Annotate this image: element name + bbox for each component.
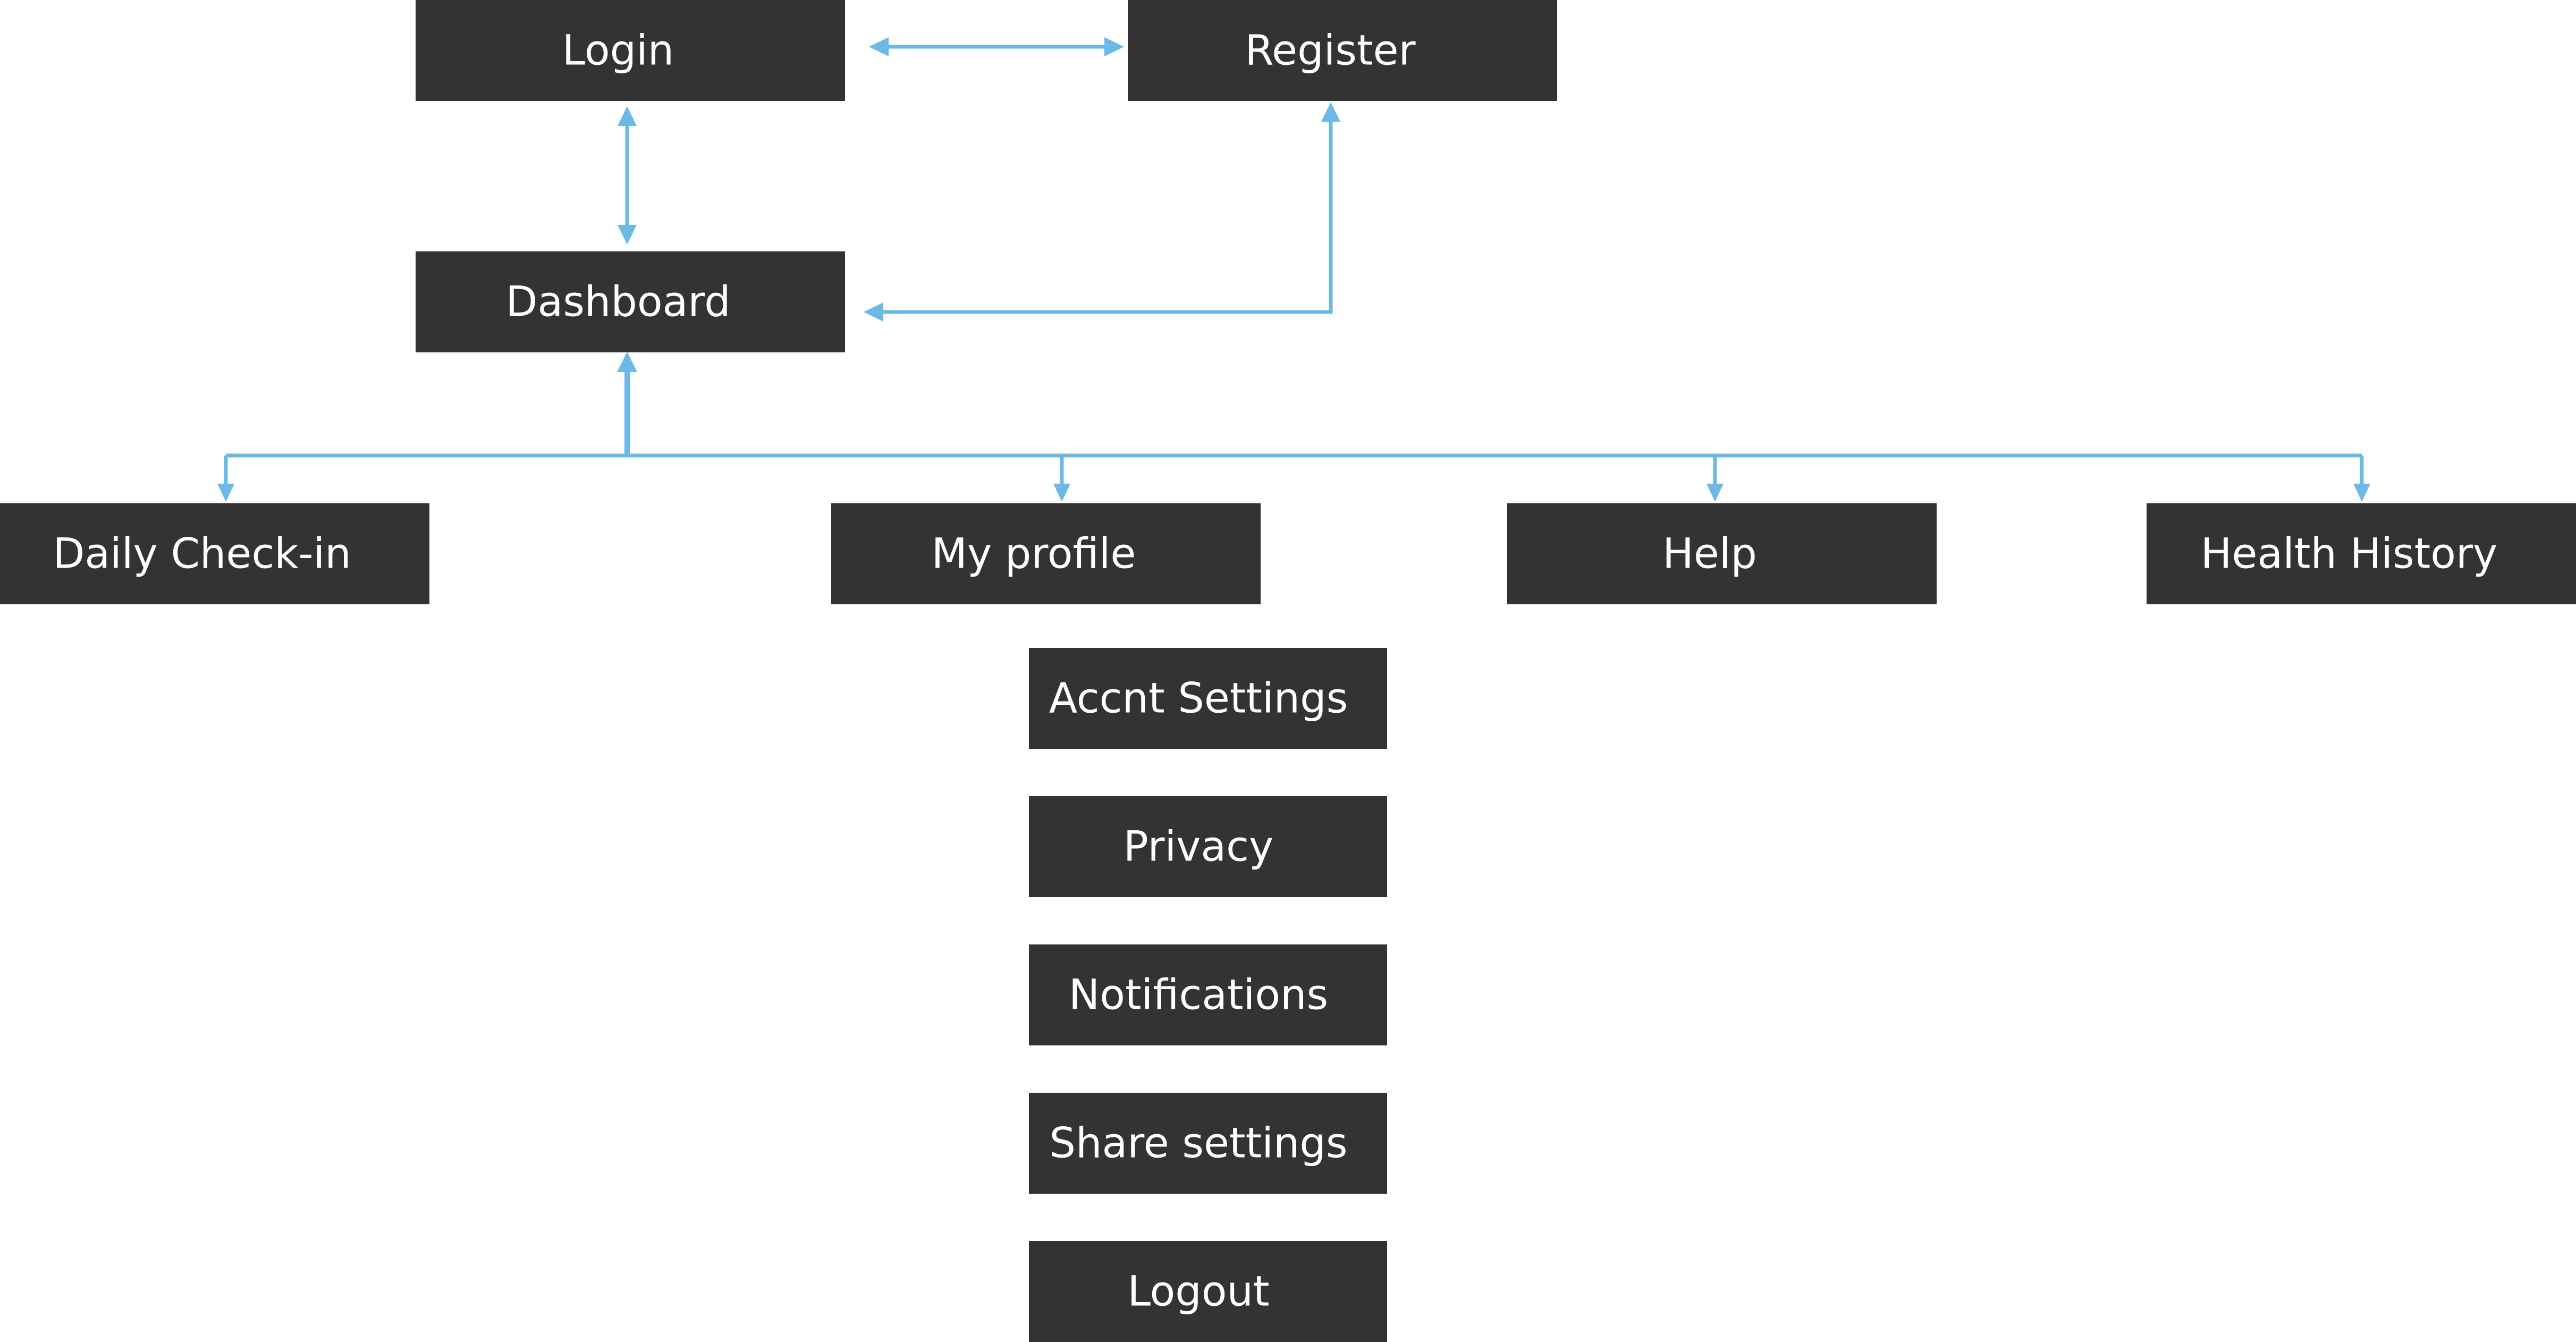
edge-dashboard-children [217, 352, 2370, 502]
node-notifications[interactable]: Notifications [1029, 944, 1387, 1045]
edge-login-dashboard [618, 106, 637, 244]
node-help[interactable]: Help [1507, 503, 1937, 604]
arrowhead-my-profile [1053, 484, 1070, 502]
node-share-settings-label: Share settings [1050, 1119, 1348, 1167]
node-register-label: Register [1245, 27, 1416, 74]
node-share-settings[interactable]: Share settings [1029, 1093, 1387, 1194]
node-my-profile-label: My profile [932, 530, 1136, 578]
arrowhead-up [1321, 102, 1340, 122]
node-help-label: Help [1662, 530, 1757, 578]
node-logout-label: Logout [1127, 1268, 1269, 1315]
arrowhead-down [618, 225, 637, 244]
arrowhead-up [617, 352, 637, 372]
edges [217, 37, 2370, 502]
node-health-history-label: Health History [2201, 530, 2497, 578]
node-accnt-settings[interactable]: Accnt Settings [1029, 648, 1387, 749]
arrowhead-left [869, 37, 889, 56]
arrowhead-left [864, 302, 883, 322]
node-privacy-label: Privacy [1124, 823, 1273, 871]
node-accnt-settings-label: Accnt Settings [1049, 674, 1348, 722]
node-login[interactable]: Login [416, 0, 845, 101]
node-dashboard[interactable]: Dashboard [416, 251, 845, 352]
arrowhead-help [1707, 484, 1724, 502]
arrowhead-right [1104, 37, 1124, 56]
edge-login-register [869, 37, 1124, 56]
node-notifications-label: Notifications [1069, 971, 1328, 1019]
edge-register-dashboard [864, 102, 1340, 322]
arrowhead-up [618, 106, 637, 126]
node-daily-checkin[interactable]: Daily Check-in [0, 503, 429, 604]
arrowhead-daily-checkin [217, 484, 234, 502]
node-logout[interactable]: Logout [1029, 1241, 1387, 1342]
arrowhead-health-history [2353, 484, 2370, 502]
node-daily-checkin-label: Daily Check-in [53, 530, 351, 578]
node-health-history[interactable]: Health History [2147, 503, 2576, 604]
node-register[interactable]: Register [1128, 0, 1557, 101]
node-my-profile[interactable]: My profile [831, 503, 1261, 604]
node-dashboard-label: Dashboard [505, 278, 730, 326]
node-login-label: Login [562, 27, 674, 74]
node-privacy[interactable]: Privacy [1029, 796, 1387, 897]
